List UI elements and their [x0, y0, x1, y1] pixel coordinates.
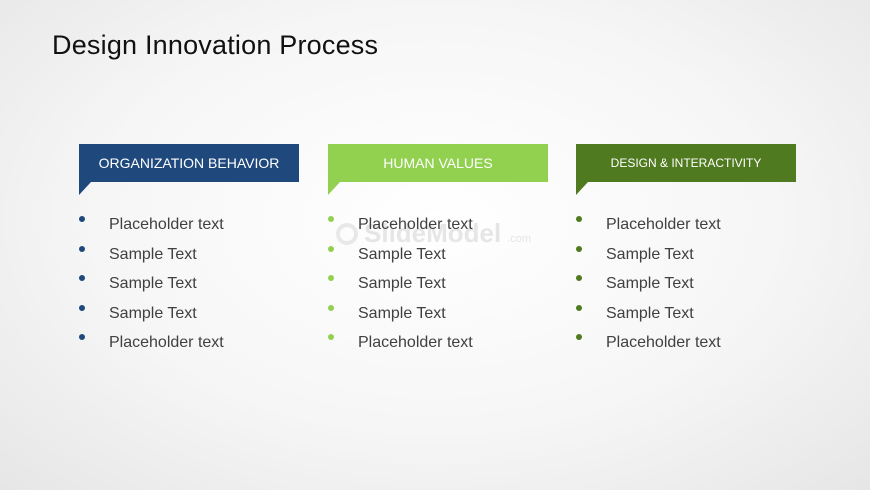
bullet-icon	[576, 216, 582, 222]
watermark-suffix: .com	[507, 232, 532, 245]
list-item: Placeholder text	[79, 328, 224, 358]
list-item-text: Sample Text	[358, 304, 446, 322]
column-design-interactivity: DESIGN & INTERACTIVITY Placeholder text …	[576, 144, 796, 351]
header-notch	[576, 182, 588, 195]
bullet-icon	[328, 245, 334, 252]
column-header: DESIGN & INTERACTIVITY	[576, 144, 796, 182]
list-item-text: Placeholder text	[358, 216, 473, 233]
bullet-icon	[79, 275, 85, 281]
watermark-brand: SlideModel	[364, 218, 502, 248]
list-item-text: Sample Text	[606, 275, 694, 292]
bullet-icon	[328, 334, 334, 340]
column-organization-behavior: ORGANIZATION BEHAVIOR Placeholder text S…	[79, 144, 299, 351]
bullet-icon	[576, 304, 582, 311]
list-item: Sample Text	[79, 240, 224, 270]
list-item: Placeholder text	[328, 328, 473, 358]
bullet-icon	[79, 304, 85, 311]
watermark: SlideModel .com	[336, 218, 531, 249]
list-item-text: Sample Text	[358, 275, 446, 292]
bullet-icon	[79, 334, 85, 340]
list-item: Sample Text	[576, 269, 721, 299]
list-item-text: Placeholder text	[109, 334, 224, 351]
list-item-text: Placeholder text	[606, 334, 721, 351]
column-header: ORGANIZATION BEHAVIOR	[79, 144, 299, 182]
list-item: Sample Text	[576, 240, 721, 270]
list-item: Sample Text	[328, 240, 473, 270]
bullet-icon	[79, 245, 85, 252]
bullet-list: Placeholder text Sample Text Sample Text…	[328, 210, 473, 358]
list-item-text: Sample Text	[109, 304, 197, 322]
list-item-text: Sample Text	[606, 304, 694, 322]
list-item: Placeholder text	[576, 328, 721, 358]
column-header: HUMAN VALUES	[328, 144, 548, 182]
bullet-list: Placeholder text Sample Text Sample Text…	[576, 210, 721, 358]
list-item: Placeholder text	[79, 210, 224, 240]
list-item-text: Sample Text	[358, 245, 446, 263]
bullet-icon	[79, 216, 85, 222]
watermark-logo-icon	[336, 222, 358, 245]
list-item: Sample Text	[79, 299, 224, 329]
list-item: Placeholder text	[328, 210, 473, 240]
bullet-icon	[576, 334, 582, 340]
bullet-icon	[576, 275, 582, 281]
list-item-text: Placeholder text	[606, 216, 721, 233]
list-item-text: Placeholder text	[109, 216, 224, 233]
list-item: Sample Text	[79, 269, 224, 299]
list-item-text: Sample Text	[109, 275, 197, 292]
list-item: Sample Text	[328, 269, 473, 299]
bullet-icon	[328, 275, 334, 281]
header-notch	[328, 182, 340, 195]
slide-title: Design Innovation Process	[52, 30, 379, 60]
list-item: Sample Text	[576, 299, 721, 329]
bullet-icon	[328, 216, 334, 222]
list-item: Sample Text	[328, 299, 473, 329]
bullet-icon	[576, 245, 582, 252]
list-item-text: Sample Text	[109, 245, 197, 263]
header-notch	[79, 182, 91, 195]
column-human-values: HUMAN VALUES Placeholder text Sample Tex…	[328, 144, 548, 351]
list-item-text: Placeholder text	[358, 334, 473, 351]
bullet-icon	[328, 304, 334, 311]
list-item-text: Sample Text	[606, 245, 694, 263]
bullet-list: Placeholder text Sample Text Sample Text…	[79, 210, 224, 358]
list-item: Placeholder text	[576, 210, 721, 240]
